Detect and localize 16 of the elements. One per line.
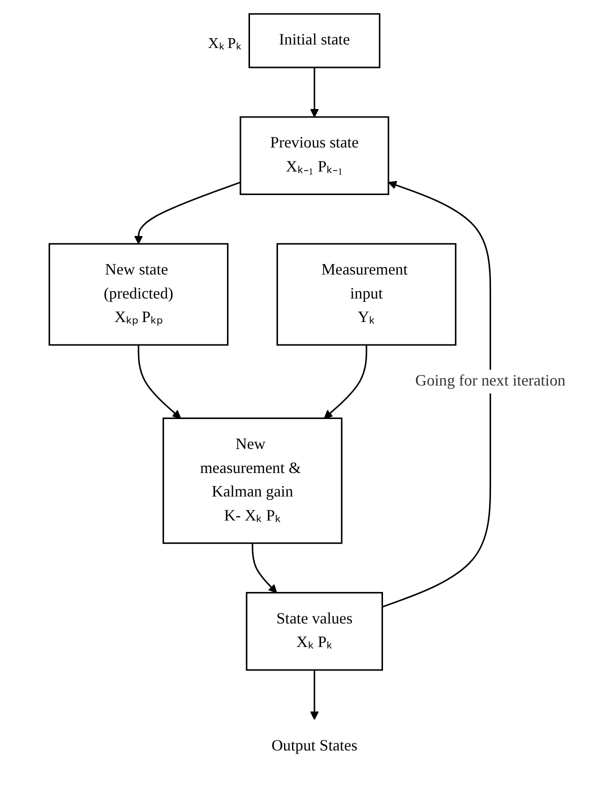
node-box: New measurement & Kalman gain K- Xₖ Pₖ: [162, 418, 342, 544]
arrow: [251, 543, 277, 594]
node-annotation: Xₖ Pₖ: [208, 34, 241, 53]
node-box: Previous state Xₖ₋₁ Pₖ₋₁: [239, 116, 389, 196]
node-box: Initial state: [248, 13, 380, 68]
arrow: [134, 182, 240, 244]
arrow: [324, 344, 367, 419]
arrow: [137, 344, 181, 419]
arrow: [310, 67, 318, 118]
arrow: [310, 670, 318, 720]
node-text: Output States: [271, 737, 358, 754]
node-box: New state (predicted) Xₖₚ Pₖₚ: [48, 243, 228, 346]
node-box: Measurement input Yₖ: [276, 243, 456, 346]
edge-label: Going for next iteration: [414, 372, 566, 390]
arrow: [382, 180, 491, 608]
node-box: State values Xₖ Pₖ: [245, 592, 383, 671]
